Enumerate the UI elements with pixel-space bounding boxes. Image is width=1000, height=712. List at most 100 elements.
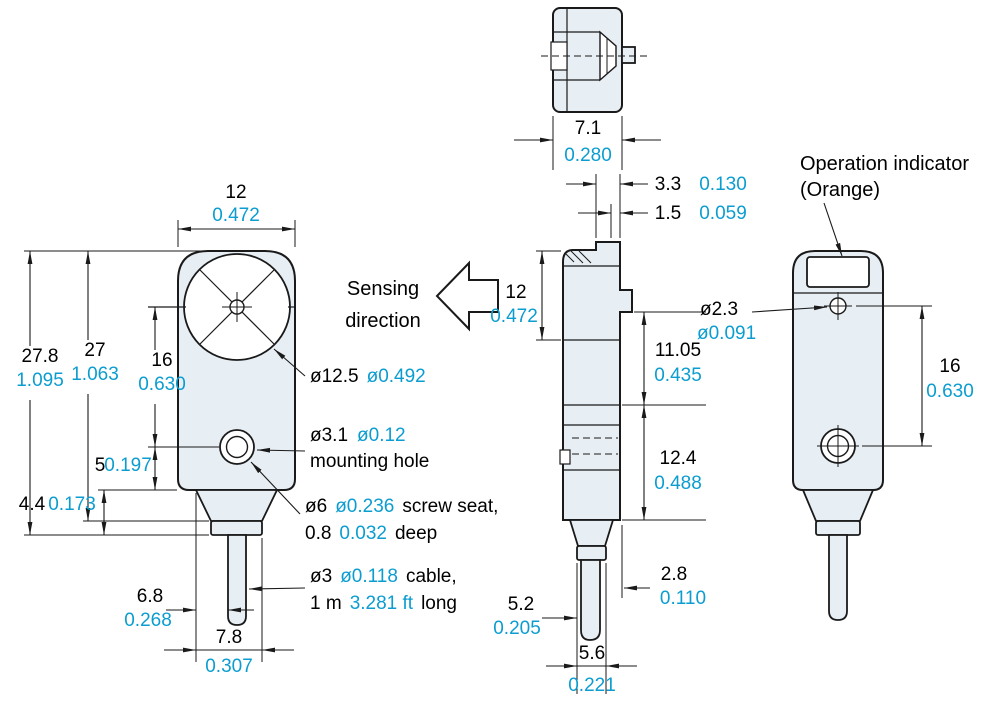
callout-screw-seat-label: screw seat, <box>402 496 498 517</box>
callout-screw-seat-inch: ø0.236 <box>335 496 394 517</box>
callout-led-hole-mm: ø2.3 <box>700 299 738 320</box>
hatch-line <box>578 250 592 264</box>
dim-side-upper-span-inch: 0.435 <box>654 365 702 386</box>
front-view-callouts: ø12.5 ø0.492 ø3.1 ø0.12 mounting hole ø6 ø0… <box>248 348 498 614</box>
callout-cable-length-label: long <box>421 593 457 614</box>
callout-cable-line2: 1 m 3.281 ft long <box>310 593 457 614</box>
back-view-annotations: Operation indicator (Orange) ø2.3 ø0.091… <box>697 153 974 447</box>
dim-top-width-mm: 7.1 <box>575 118 601 139</box>
dim-front-step-height-mm: 4.4 <box>19 494 46 515</box>
side-notch <box>559 449 571 465</box>
callout-screw-seat-depth-label: deep <box>395 523 437 544</box>
front-view <box>148 250 296 626</box>
back-view <box>792 250 884 621</box>
dim-front-cable-offset-inch: 0.268 <box>124 610 172 631</box>
dim-front-cable-offset-mm: 6.8 <box>137 586 163 607</box>
leader-line <box>823 202 843 257</box>
callout-screw-seat-mm: ø6 <box>305 496 327 517</box>
dim-front-bottom-width-mm: 7.8 <box>216 627 242 648</box>
dim-side-bottom-width-mm: 5.6 <box>579 643 605 664</box>
side-body <box>562 241 633 521</box>
side-neck <box>568 519 615 547</box>
dim-front-lens-to-hole-mm: 16 <box>151 350 172 371</box>
side-view <box>559 241 633 641</box>
callout-mounting-hole-inch: ø0.12 <box>357 425 406 446</box>
top-view-dimensions: 7.1 0.280 <box>514 116 661 170</box>
front-cable <box>227 534 247 626</box>
dim-side-upper-height-mm: 12 <box>505 282 526 303</box>
dim-side-lower-span-mm: 12.4 <box>660 448 697 469</box>
callout-cable-label: cable, <box>406 566 457 587</box>
callout-cable-line1: ø3 ø0.118 cable, <box>310 566 457 587</box>
operation-indicator-label-line1: Operation indicator <box>800 153 969 175</box>
mounting-hole-inner <box>225 435 249 459</box>
dim-side-step-a-mm: 3.3 <box>655 174 681 195</box>
leader-line <box>751 305 828 313</box>
indicator-window <box>806 256 870 288</box>
dim-back-led-to-hole-mm: 16 <box>939 356 960 377</box>
dim-front-step-height-inch: 0.173 <box>48 494 96 515</box>
dim-top-width-inch: 0.280 <box>564 145 612 166</box>
dim-front-body-height-mm: 27 <box>84 340 105 361</box>
callout-mounting-hole-mm: ø3.1 <box>310 425 348 446</box>
side-cable <box>580 559 601 641</box>
callout-cable-inch: ø0.118 <box>340 566 398 587</box>
dim-side-bottom-width-inch: 0.221 <box>568 675 616 696</box>
dim-front-width-inch: 0.472 <box>212 205 260 226</box>
dim-front-total-height-mm: 27.8 <box>22 346 59 367</box>
dim-front-lens-to-hole-inch: 0.630 <box>138 374 186 395</box>
dim-side-step-b-mm: 1.5 <box>655 203 681 224</box>
sensing-direction-label-line1: Sensing <box>347 278 419 300</box>
dim-side-lower-span-inch: 0.488 <box>654 473 702 494</box>
callout-screw-seat-depth-inch: 0.032 <box>339 523 387 544</box>
dim-side-step-b-inch: 0.059 <box>699 203 747 224</box>
callout-lens: ø12.5 ø0.492 <box>310 366 426 387</box>
dim-front-width-mm: 12 <box>225 182 246 203</box>
callout-cable-length-inch: 3.281 ft <box>350 593 414 614</box>
hatch-line <box>570 250 584 264</box>
sensing-direction-arrow <box>435 260 499 332</box>
callout-screw-seat-depth-mm: 0.8 <box>305 523 331 544</box>
dim-side-step-a-inch: 0.130 <box>699 174 747 195</box>
operation-indicator-label-line2: (Orange) <box>800 179 880 201</box>
side-view-dimensions: 3.3 0.130 1.5 0.059 12 0.472 11.05 0.435… <box>490 174 747 696</box>
callout-cable-length-mm: 1 m <box>310 593 342 614</box>
front-collar <box>210 520 263 536</box>
callout-lens-mm: ø12.5 <box>310 366 359 387</box>
callout-screw-seat-line1: ø6 ø0.236 screw seat, <box>305 496 498 517</box>
leader-line <box>256 447 306 453</box>
dim-side-upper-height-inch: 0.472 <box>490 306 538 327</box>
dim-side-upper-span-mm: 11.05 <box>655 340 701 361</box>
dim-front-bottom-width-inch: 0.307 <box>205 656 253 677</box>
callout-cable-mm: ø3 <box>310 566 332 587</box>
leader-line <box>250 461 301 515</box>
back-cable <box>828 534 848 621</box>
callout-lens-inch: ø0.492 <box>367 366 426 387</box>
dim-side-cable-right-mm: 2.8 <box>661 564 687 585</box>
sensing-direction: Sensing direction <box>345 260 499 332</box>
callout-mounting-hole-label: mounting hole <box>310 451 429 472</box>
dim-side-cable-left-inch: 0.205 <box>493 618 541 639</box>
dim-front-hole-to-step-mm: 5 <box>95 455 106 476</box>
top-view <box>541 7 647 113</box>
callout-mounting-hole-dia: ø3.1 ø0.12 <box>310 425 406 446</box>
side-collar <box>576 545 607 561</box>
back-body <box>792 250 884 491</box>
back-neck <box>801 489 875 522</box>
top-view-nub <box>621 46 636 64</box>
callout-screw-seat-line2: 0.8 0.032 deep <box>305 523 437 544</box>
sensing-direction-label-line2: direction <box>345 310 421 332</box>
dim-front-total-height-inch: 1.095 <box>16 370 64 391</box>
dim-front-body-height-inch: 1.063 <box>71 364 119 385</box>
hatch-line <box>564 252 575 263</box>
dim-side-cable-right-inch: 0.110 <box>660 588 706 609</box>
leader-line <box>248 586 306 592</box>
front-neck <box>194 489 279 522</box>
dim-front-hole-to-step-inch: 0.197 <box>104 455 152 476</box>
dim-side-cable-left-mm: 5.2 <box>508 594 534 615</box>
front-view-dimensions: 12 0.472 27.8 1.095 27 1.063 16 0.630 5 … <box>16 182 296 677</box>
callout-led-hole-inch: ø0.091 <box>697 323 756 344</box>
back-collar <box>815 520 861 536</box>
